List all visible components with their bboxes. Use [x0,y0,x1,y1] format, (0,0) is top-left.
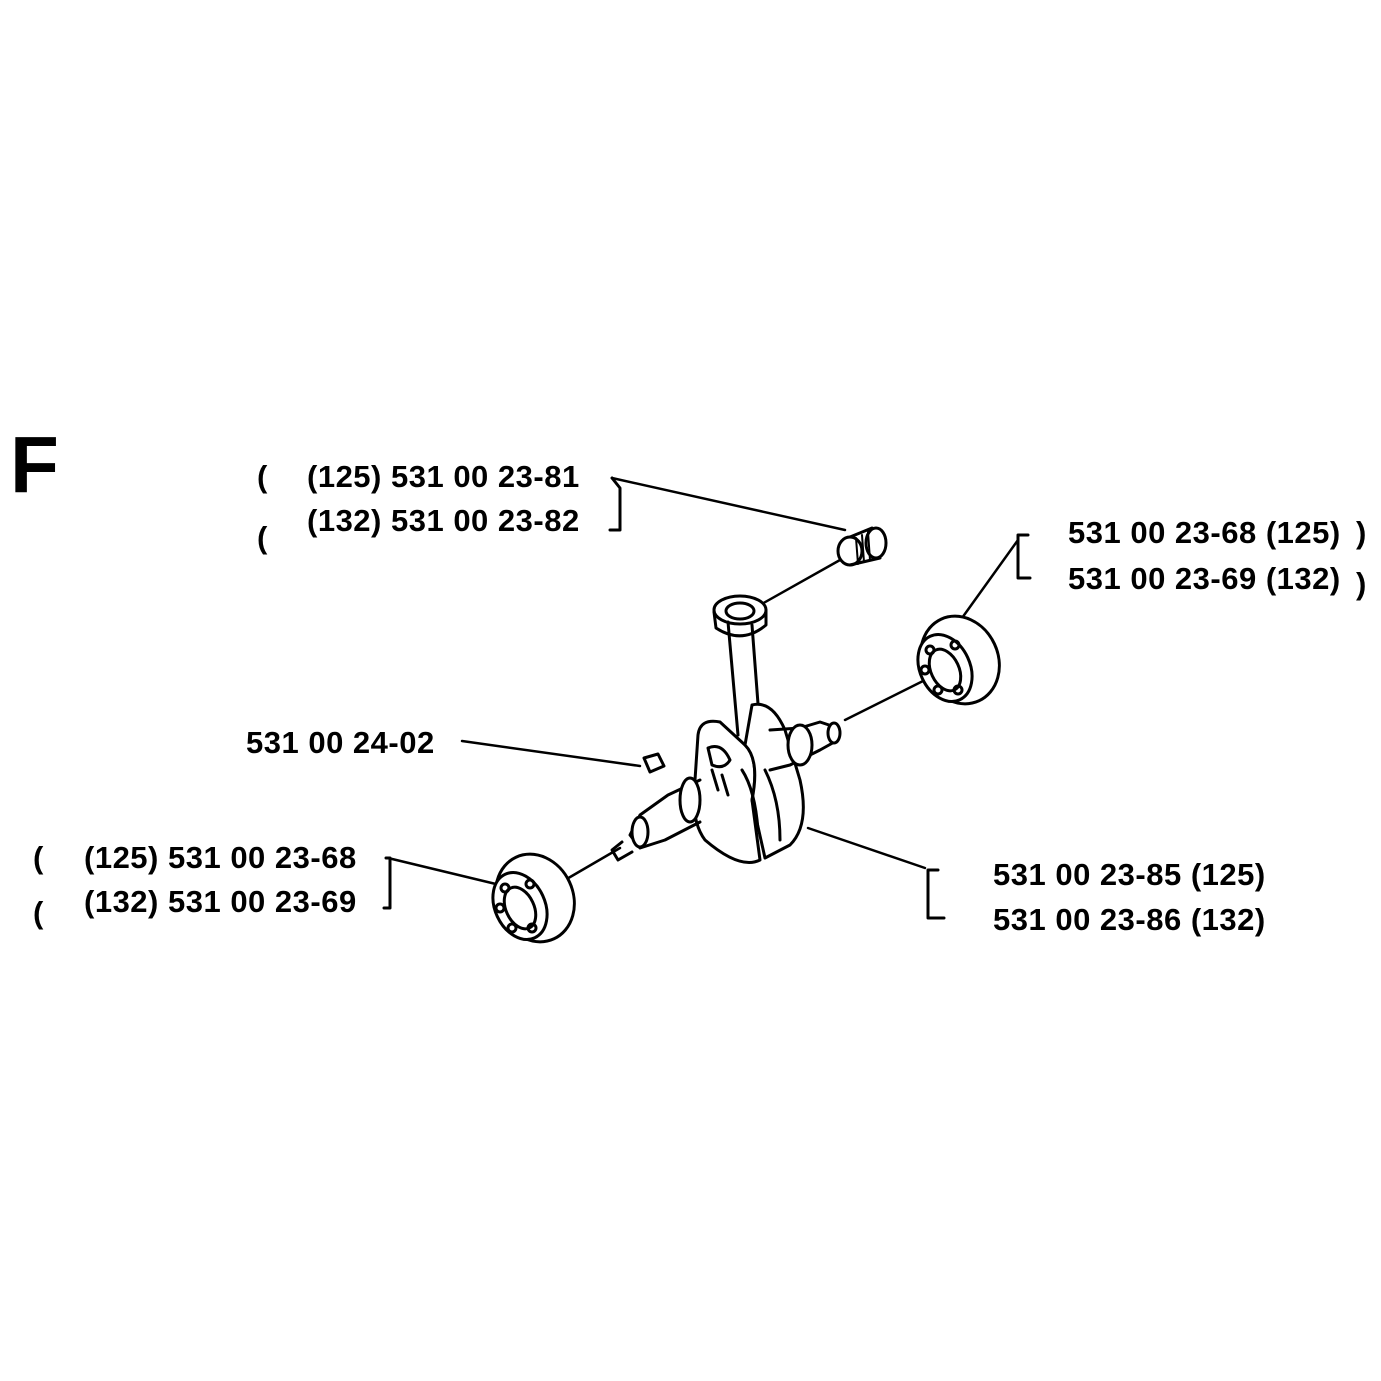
leader-bearing-right-axis [843,673,937,722]
woodruff-key-part [642,752,666,774]
open-paren: ( [33,895,44,930]
left-shaft-part [610,776,702,862]
leader-lines [386,476,1020,887]
bearing-right-part [916,614,1001,706]
leader-bearing-left-axis [563,846,622,882]
needle-bearing-part [836,526,888,567]
bearing-left-part [491,852,576,944]
close-paren: ) [1356,515,1367,550]
key-label: 531 00 24-02 [246,725,435,760]
leader-bearing-left [386,856,502,887]
open-paren: ( [257,459,268,494]
close-paren: ) [1356,566,1367,601]
crankshaft-label-132: 531 00 23-86 (132) [993,902,1266,937]
right-shaft-part [768,720,842,772]
section-letter: F [10,420,59,509]
connecting-rod-part [712,594,768,737]
crankshaft-label-125: 531 00 23-85 (125) [993,857,1266,892]
open-paren: ( [257,520,268,555]
needle-bearing-label-125: (125) 531 00 23-81 [307,459,580,494]
needle-bearing-label-132: (132) 531 00 23-82 [307,503,580,538]
bearing-right-label-125: 531 00 23-68 (125) [1068,515,1341,550]
open-paren: ( [33,840,44,875]
bracket-bearing-right [1016,533,1032,580]
leader-needle-bearing-axis [758,558,842,607]
leader-crankshaft [806,826,927,870]
leader-bearing-right [960,538,1020,620]
bracket-crankshaft [926,868,946,920]
bearing-left-label-125: (125) 531 00 23-68 [84,840,357,875]
bracket-bearing-left [382,856,392,910]
bearing-right-label-132: 531 00 23-69 (132) [1068,561,1341,596]
leader-needle-bearing [610,476,847,532]
bracket-needle-bearing [608,476,622,532]
brackets [382,476,1032,920]
bearing-left-label-132: (132) 531 00 23-69 [84,884,357,919]
leader-key [460,739,642,768]
